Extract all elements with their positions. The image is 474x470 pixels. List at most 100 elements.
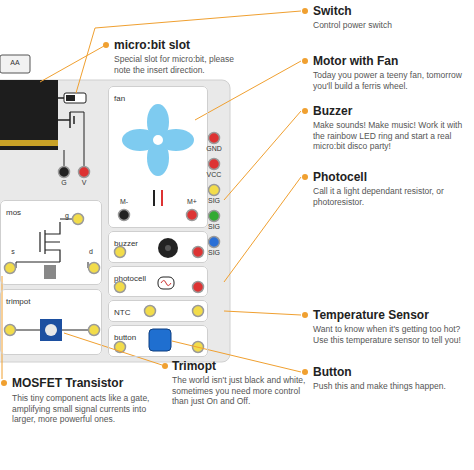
pin-label: SIG: [203, 223, 225, 230]
edge-connector: [0, 140, 58, 146]
pin-label: SIG: [203, 197, 225, 204]
callout-heading: Motor with Fan: [313, 54, 398, 68]
switch-slider: [66, 95, 75, 101]
pin-label: d: [86, 248, 96, 255]
panel: [108, 266, 208, 297]
leader-dot: [1, 380, 7, 386]
callout-heading: Temperature Sensor: [313, 308, 429, 322]
button-symbol: [149, 329, 171, 351]
wire: [64, 112, 84, 166]
panel-label: button: [109, 331, 141, 344]
panel-label: NTC: [109, 306, 135, 319]
panel: [0, 200, 102, 285]
leader-line: [2, 276, 3, 379]
leader-line: [195, 61, 301, 120]
pin-label: VCC: [203, 171, 225, 178]
panel-label: trimpot: [1, 295, 35, 308]
pin: [209, 185, 220, 196]
panel-label: fan: [109, 92, 130, 105]
callout-heading: micro:bit slot: [114, 38, 190, 52]
callout-heading: Photocell: [313, 170, 367, 184]
trimpot-panel: trimpot: [0, 289, 102, 355]
leader-dots: [1, 8, 308, 386]
pin: [193, 306, 204, 317]
callout-heading: Trimopt: [172, 359, 216, 373]
pin: [5, 263, 16, 274]
pin: [187, 210, 198, 221]
callout-heading: Buzzer: [313, 104, 352, 118]
callout-text: Today you power a teeny fan, tomorrow yo…: [313, 70, 463, 91]
pin: [209, 159, 220, 170]
pin-label: g: [62, 212, 72, 219]
pin-label: V: [76, 179, 92, 186]
trimpot-knob: [45, 324, 57, 336]
fan-panel: fan: [108, 86, 208, 228]
callout-heading: Switch: [313, 4, 352, 18]
photocell-panel: photocell: [108, 266, 208, 297]
leader-dot: [302, 312, 308, 318]
pin: [209, 237, 220, 248]
callout-heading: Button: [313, 365, 352, 379]
pin-label: G: [56, 179, 72, 186]
callout-text: Want to know when it's getting too hot? …: [313, 324, 463, 345]
motor-wire: [161, 190, 163, 206]
pin: [145, 306, 156, 317]
pin: [209, 211, 220, 222]
pin-label: SIG: [203, 249, 225, 256]
button-panel: button: [108, 325, 208, 357]
leader-line: [224, 177, 301, 282]
pin: [73, 214, 84, 225]
pin-label: s: [8, 248, 18, 255]
battery-symbol: [58, 98, 74, 128]
leader-dot: [103, 42, 109, 48]
battery: [0, 55, 30, 73]
callout-text: Special slot for micro:bit, please note …: [114, 54, 244, 75]
panel: [108, 300, 208, 322]
leader-dot: [162, 363, 168, 369]
leader-lines: [2, 11, 301, 379]
pin-label: M+: [182, 198, 202, 205]
pin: [59, 167, 70, 178]
battery-label: AA: [5, 59, 25, 66]
callout-text: The world isn't just black and white, so…: [172, 375, 307, 407]
leader-line: [40, 46, 104, 82]
leader-dot: [302, 8, 308, 14]
photocell-track: [161, 281, 171, 286]
mos-panel: mos: [0, 200, 102, 285]
pin: [89, 263, 100, 274]
buzzer-hole: [165, 245, 171, 251]
mosfet-symbol: [16, 219, 88, 279]
trimpot-symbol: [40, 319, 62, 341]
buzzer-symbol: [158, 238, 178, 258]
pin: [119, 210, 130, 221]
leader-line: [64, 333, 162, 365]
fan-hub: [152, 134, 164, 146]
leader-line: [224, 111, 301, 200]
pin: [5, 325, 16, 336]
callout-text: This tiny component acts like a gate, am…: [12, 393, 162, 425]
pins: [5, 133, 220, 353]
panel-label: mos: [1, 206, 26, 219]
pin: [193, 247, 204, 258]
leader-dot: [302, 58, 308, 64]
mosfet-chip: [44, 265, 56, 279]
pin: [115, 282, 126, 293]
ntc-panel: NTC: [108, 300, 208, 322]
panel: [0, 289, 102, 355]
pin-label: M-: [114, 198, 134, 205]
callout-text: Push this and make things happen.: [313, 381, 463, 392]
panel: [108, 231, 208, 263]
board: [0, 80, 230, 362]
callout-text: Make sounds! Make music! Work it with th…: [313, 120, 463, 152]
panel-label: photocell: [109, 272, 151, 285]
wire: [16, 330, 88, 331]
callout-text: Control power switch: [313, 20, 463, 31]
panel: [108, 86, 208, 228]
pin: [209, 133, 220, 144]
panel-label: buzzer: [109, 237, 143, 250]
photocell-symbol: [158, 277, 174, 289]
motor-wire: [154, 190, 162, 206]
leader-line: [224, 311, 301, 315]
callout-heading: MOSFET Transistor: [12, 376, 123, 390]
